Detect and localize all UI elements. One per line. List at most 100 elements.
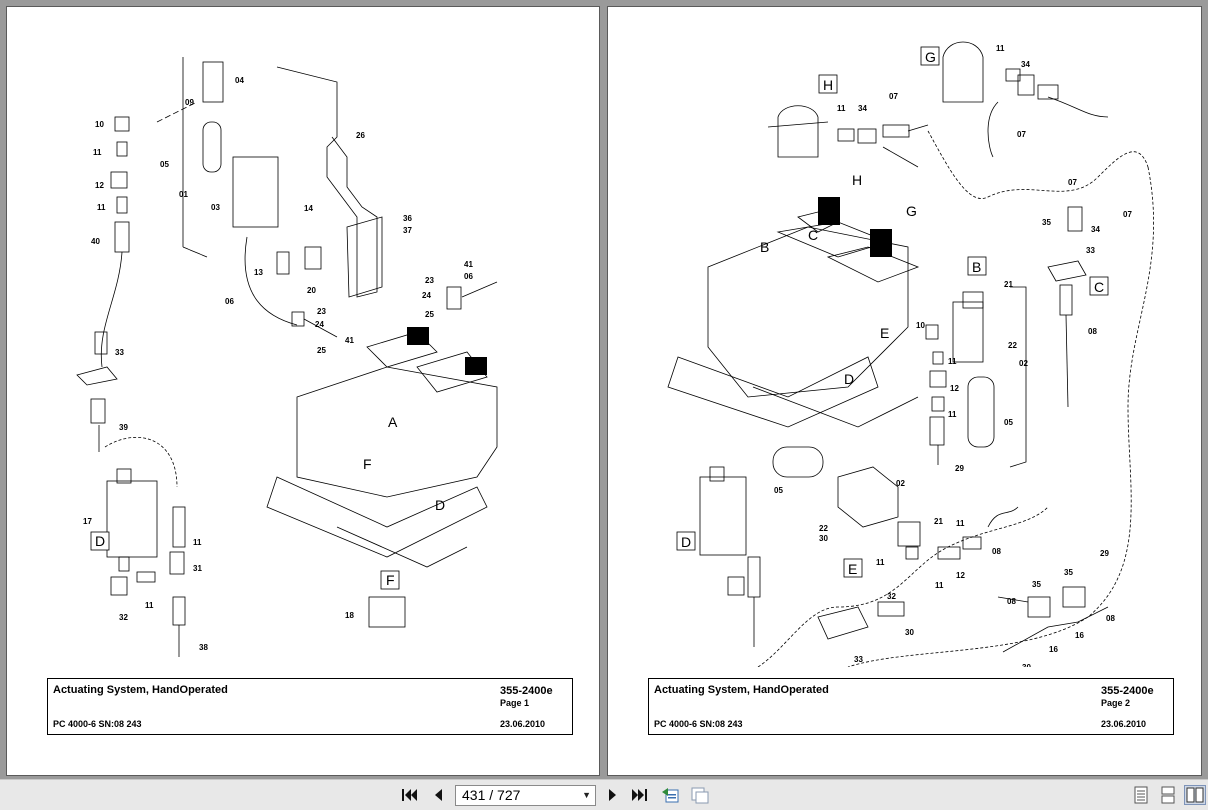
svg-text:37: 37 (403, 226, 412, 235)
svg-text:13: 13 (254, 268, 263, 277)
svg-text:30: 30 (1022, 663, 1031, 667)
page-indicator: 431 / 727 (462, 787, 521, 803)
next-page-icon[interactable] (603, 785, 623, 805)
svg-text:D: D (844, 371, 854, 387)
svg-text:07: 07 (1123, 210, 1132, 219)
drawing-title: Actuating System, HandOperated (53, 684, 228, 696)
svg-text:16: 16 (1049, 645, 1058, 654)
svg-text:08: 08 (1106, 614, 1115, 623)
svg-text:17: 17 (83, 517, 92, 526)
svg-text:36: 36 (403, 214, 412, 223)
svg-text:02: 02 (1019, 359, 1028, 368)
svg-text:20: 20 (307, 286, 316, 295)
svg-text:04: 04 (235, 76, 244, 85)
svg-text:41: 41 (345, 336, 354, 345)
document-number: 355-2400e (1101, 685, 1154, 697)
go-back-icon[interactable] (660, 785, 680, 805)
svg-text:24: 24 (315, 320, 324, 329)
svg-text:35: 35 (1032, 580, 1041, 589)
svg-text:18: 18 (345, 611, 354, 620)
chevron-down-icon: ▼ (582, 790, 591, 800)
drawing-date: 23.06.2010 (1101, 719, 1147, 729)
svg-text:11: 11 (837, 104, 846, 113)
svg-text:41: 41 (464, 260, 473, 269)
svg-text:16: 16 (1075, 631, 1084, 640)
svg-text:07: 07 (1017, 130, 1026, 139)
page-number-dropdown[interactable]: 431 / 727 ▼ (455, 785, 596, 806)
svg-text:01: 01 (179, 190, 188, 199)
svg-text:07: 07 (889, 92, 898, 101)
single-page-icon[interactable] (1131, 785, 1151, 805)
svg-text:H: H (823, 77, 833, 93)
svg-text:F: F (386, 572, 395, 588)
svg-text:33: 33 (854, 655, 863, 664)
svg-text:35: 35 (1042, 218, 1051, 227)
svg-text:12: 12 (95, 181, 104, 190)
svg-text:29: 29 (1100, 549, 1109, 558)
svg-text:34: 34 (1021, 60, 1030, 69)
facing-pages-icon[interactable] (1184, 785, 1206, 805)
svg-text:B: B (972, 259, 981, 275)
svg-text:08: 08 (992, 547, 1001, 556)
svg-text:06: 06 (464, 272, 473, 281)
svg-text:09: 09 (185, 98, 194, 107)
machine-model: PC 4000-6 SN:08 243 (53, 719, 142, 729)
svg-text:25: 25 (317, 346, 326, 355)
svg-text:11: 11 (948, 410, 957, 419)
prev-page-icon[interactable] (428, 785, 448, 805)
machine-model: PC 4000-6 SN:08 243 (654, 719, 743, 729)
svg-text:14: 14 (304, 204, 313, 213)
svg-text:34: 34 (858, 104, 867, 113)
svg-text:11: 11 (193, 538, 202, 547)
svg-text:12: 12 (950, 384, 959, 393)
svg-text:11: 11 (996, 44, 1005, 53)
go-forward-icon[interactable] (690, 785, 710, 805)
svg-text:23: 23 (317, 307, 326, 316)
svg-text:08: 08 (1007, 597, 1016, 606)
svg-text:22: 22 (1008, 341, 1017, 350)
svg-text:10: 10 (916, 321, 925, 330)
svg-text:33: 33 (1086, 246, 1095, 255)
svg-text:30: 30 (905, 628, 914, 637)
svg-text:39: 39 (119, 423, 128, 432)
svg-text:31: 31 (193, 564, 202, 573)
page-label: Page 2 (1101, 698, 1131, 708)
svg-text:05: 05 (774, 486, 783, 495)
svg-text:05: 05 (160, 160, 169, 169)
page-label: Page 1 (500, 698, 530, 708)
svg-text:21: 21 (1004, 280, 1013, 289)
svg-text:25: 25 (425, 310, 434, 319)
svg-text:08: 08 (1088, 327, 1097, 336)
svg-text:D: D (435, 497, 445, 513)
svg-text:24: 24 (422, 291, 431, 300)
svg-text:11: 11 (876, 558, 885, 567)
continuous-page-icon[interactable] (1158, 785, 1178, 805)
svg-text:B: B (760, 239, 769, 255)
svg-text:26: 26 (356, 131, 365, 140)
svg-text:11: 11 (93, 148, 102, 157)
svg-text:E: E (848, 561, 857, 577)
svg-text:11: 11 (97, 203, 106, 212)
svg-text:05: 05 (1004, 418, 1013, 427)
svg-text:38: 38 (199, 643, 208, 652)
drawing-title: Actuating System, HandOperated (654, 684, 829, 696)
svg-text:F: F (363, 456, 372, 472)
title-block: Actuating System, HandOperated PC 4000-6… (648, 678, 1174, 735)
svg-text:33: 33 (115, 348, 124, 357)
svg-text:11: 11 (145, 601, 154, 610)
svg-text:22: 22 (819, 524, 828, 533)
svg-text:10: 10 (95, 120, 104, 129)
svg-text:29: 29 (955, 464, 964, 473)
drawing-date: 23.06.2010 (500, 719, 546, 729)
navigation-toolbar: 431 / 727 ▼ (0, 779, 1208, 810)
first-page-icon[interactable] (399, 785, 419, 805)
svg-text:D: D (95, 533, 105, 549)
last-page-icon[interactable] (630, 785, 650, 805)
title-block: Actuating System, HandOperated PC 4000-6… (47, 678, 573, 735)
svg-text:32: 32 (887, 592, 896, 601)
